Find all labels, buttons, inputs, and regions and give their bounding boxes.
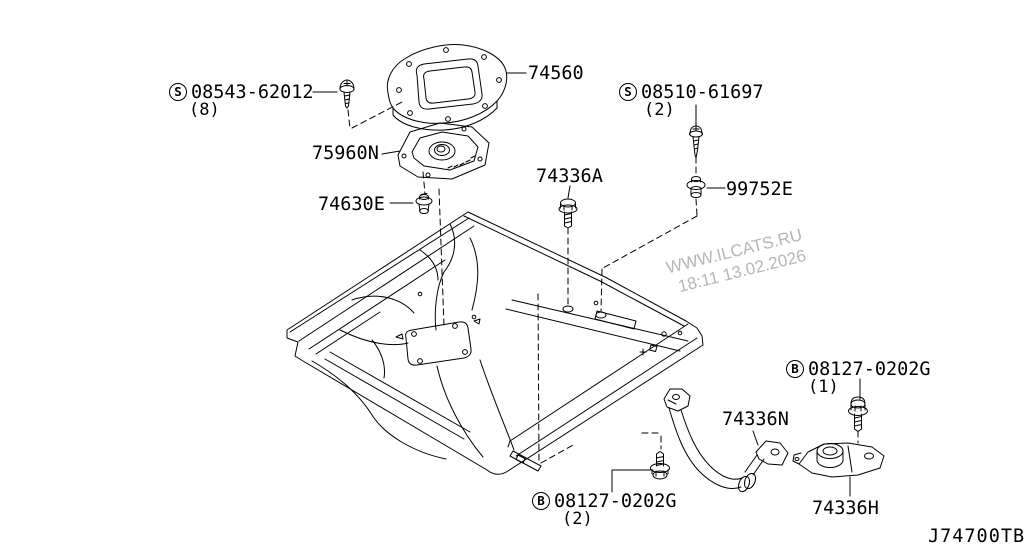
part-label-08127-0202g-2[interactable]: B 08127-0202G (2) xyxy=(532,492,677,528)
part-number: 08543-62012 xyxy=(191,82,314,103)
bolt-standard-prefix-icon: B xyxy=(532,492,550,510)
part-label-75960n[interactable]: 75960N xyxy=(312,144,379,163)
part-label-74336h[interactable]: 74336H xyxy=(812,499,879,518)
part-label-74336a[interactable]: 74336A xyxy=(536,167,603,186)
part-qty: (2) xyxy=(562,509,593,529)
screw-icon-08510 xyxy=(689,125,703,159)
part-number: 74336N xyxy=(722,409,789,430)
part-qty: (1) xyxy=(808,377,839,397)
bracket-74336h-drawing xyxy=(792,442,885,478)
part-number: 74630E xyxy=(318,194,385,215)
bolt-icon-74336a xyxy=(558,198,578,229)
part-number: 74336H xyxy=(812,498,879,519)
bolt-icon-08127-2 xyxy=(650,451,670,480)
part-label-08127-0202g-1[interactable]: B 08127-0202G (1) xyxy=(786,360,931,396)
part-number: 99752E xyxy=(726,179,793,200)
assembly-dashed-lines xyxy=(347,101,859,464)
screw-icon-08543 xyxy=(339,79,355,109)
part-label-08543-62012[interactable]: S 08543-62012 (8) xyxy=(169,83,314,119)
bolt-standard-prefix-icon: B xyxy=(786,360,804,378)
part-number: 08510-61697 xyxy=(641,82,764,103)
grommet-icon-99752e xyxy=(686,176,706,198)
part-number: 08127-0202G xyxy=(808,359,931,380)
part-label-74630e[interactable]: 74630E xyxy=(318,195,385,214)
insulator-75960n-drawing xyxy=(397,122,490,180)
part-label-74336n[interactable]: 74336N xyxy=(722,410,789,429)
part-label-08510-61697[interactable]: S 08510-61697 (2) xyxy=(619,83,764,119)
part-number: 74560 xyxy=(528,63,584,84)
clip-icon-74630e xyxy=(415,193,433,214)
part-qty: (8) xyxy=(189,100,220,120)
part-number: 74336A xyxy=(536,166,603,187)
diagram-code: J74700TB xyxy=(928,526,1024,547)
screw-standard-prefix-icon: S xyxy=(169,83,187,101)
part-label-74560[interactable]: 74560 xyxy=(528,64,584,83)
part-number: 75960N xyxy=(312,143,379,164)
screw-standard-prefix-icon: S xyxy=(619,83,637,101)
part-qty: (2) xyxy=(644,100,675,120)
leader-lines xyxy=(312,72,861,497)
part-label-99752e[interactable]: 99752E xyxy=(726,180,793,199)
cover-plate-74560-drawing xyxy=(386,44,508,131)
part-number: 08127-0202G xyxy=(554,491,677,512)
bolt-icon-08127-1 xyxy=(848,396,868,432)
tube-74336n-drawing xyxy=(663,388,789,493)
floor-pan-drawing xyxy=(286,211,704,475)
